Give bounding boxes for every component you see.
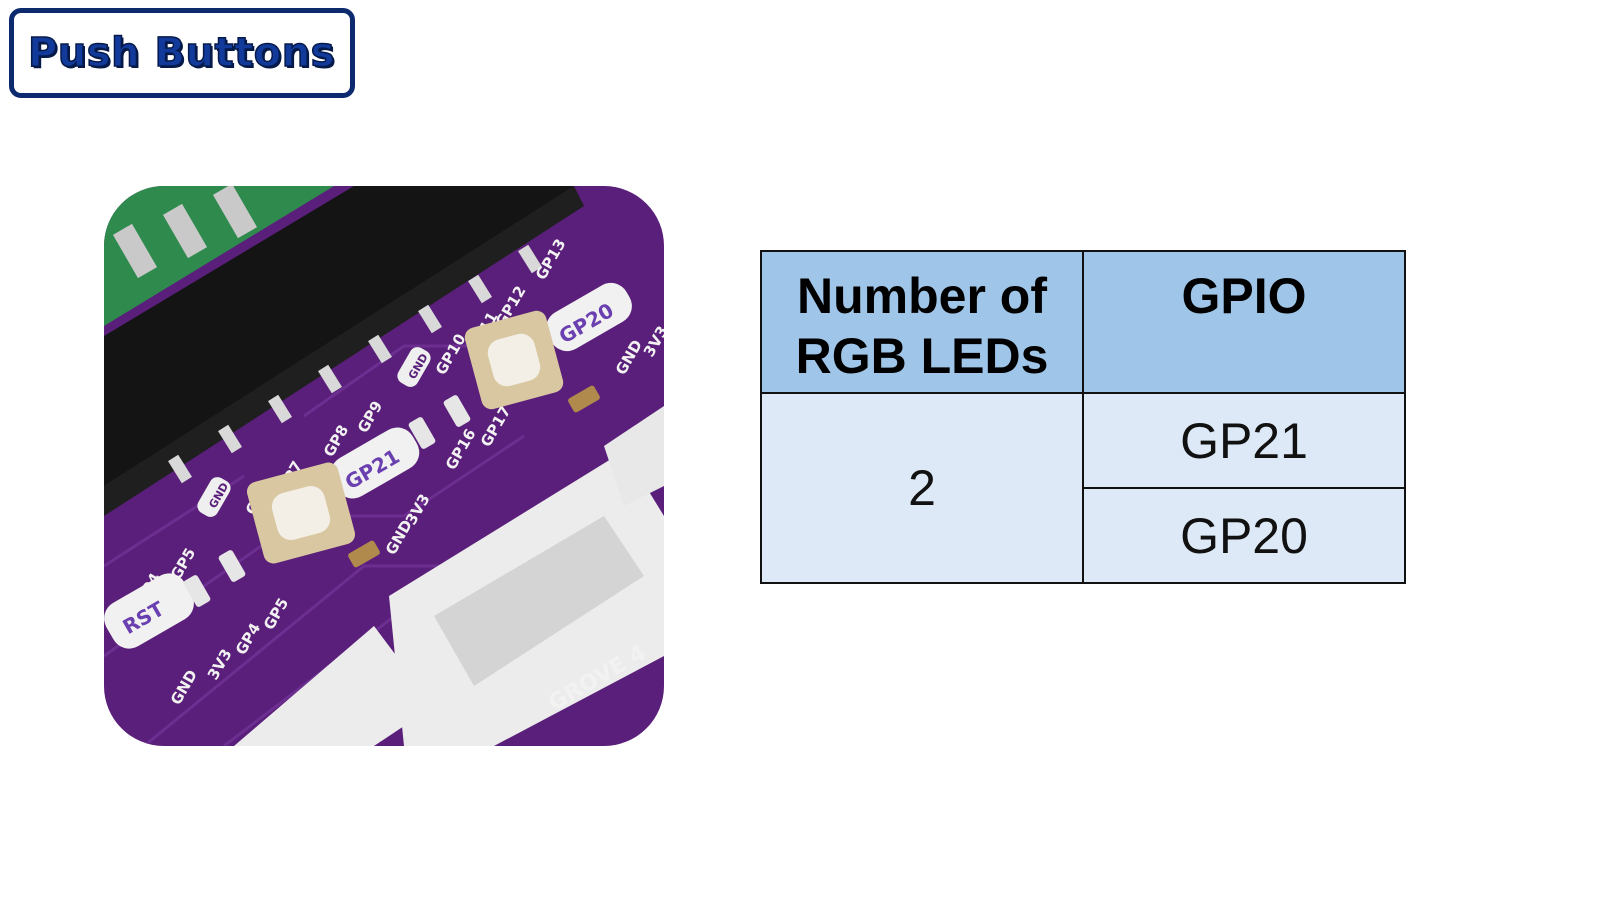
title-badge: Push Buttons <box>9 8 355 98</box>
header-number-of-rgb-leds: Number of RGB LEDs <box>760 250 1084 394</box>
gpio-table: Number of RGB LEDs GPIO 2 GP21 GP20 <box>760 250 1406 584</box>
led-count-cell: 2 <box>760 392 1084 584</box>
pcb-illustration: GP4 GP5 GP6 GP7 GP8 GP9 GP10 GP11 GP12 G… <box>104 186 664 746</box>
header-gpio: GPIO <box>1082 250 1406 394</box>
gpio-cell: GP21 <box>1082 392 1406 489</box>
pcb-photo: GP4 GP5 GP6 GP7 GP8 GP9 GP10 GP11 GP12 G… <box>104 186 664 746</box>
table-header-row: Number of RGB LEDs GPIO <box>760 250 1406 394</box>
table-row: GP20 <box>761 487 1406 584</box>
table-row: 2 GP21 <box>760 392 1406 584</box>
gpio-cell: GP20 <box>1082 487 1406 584</box>
page-title: Push Buttons <box>27 29 335 77</box>
